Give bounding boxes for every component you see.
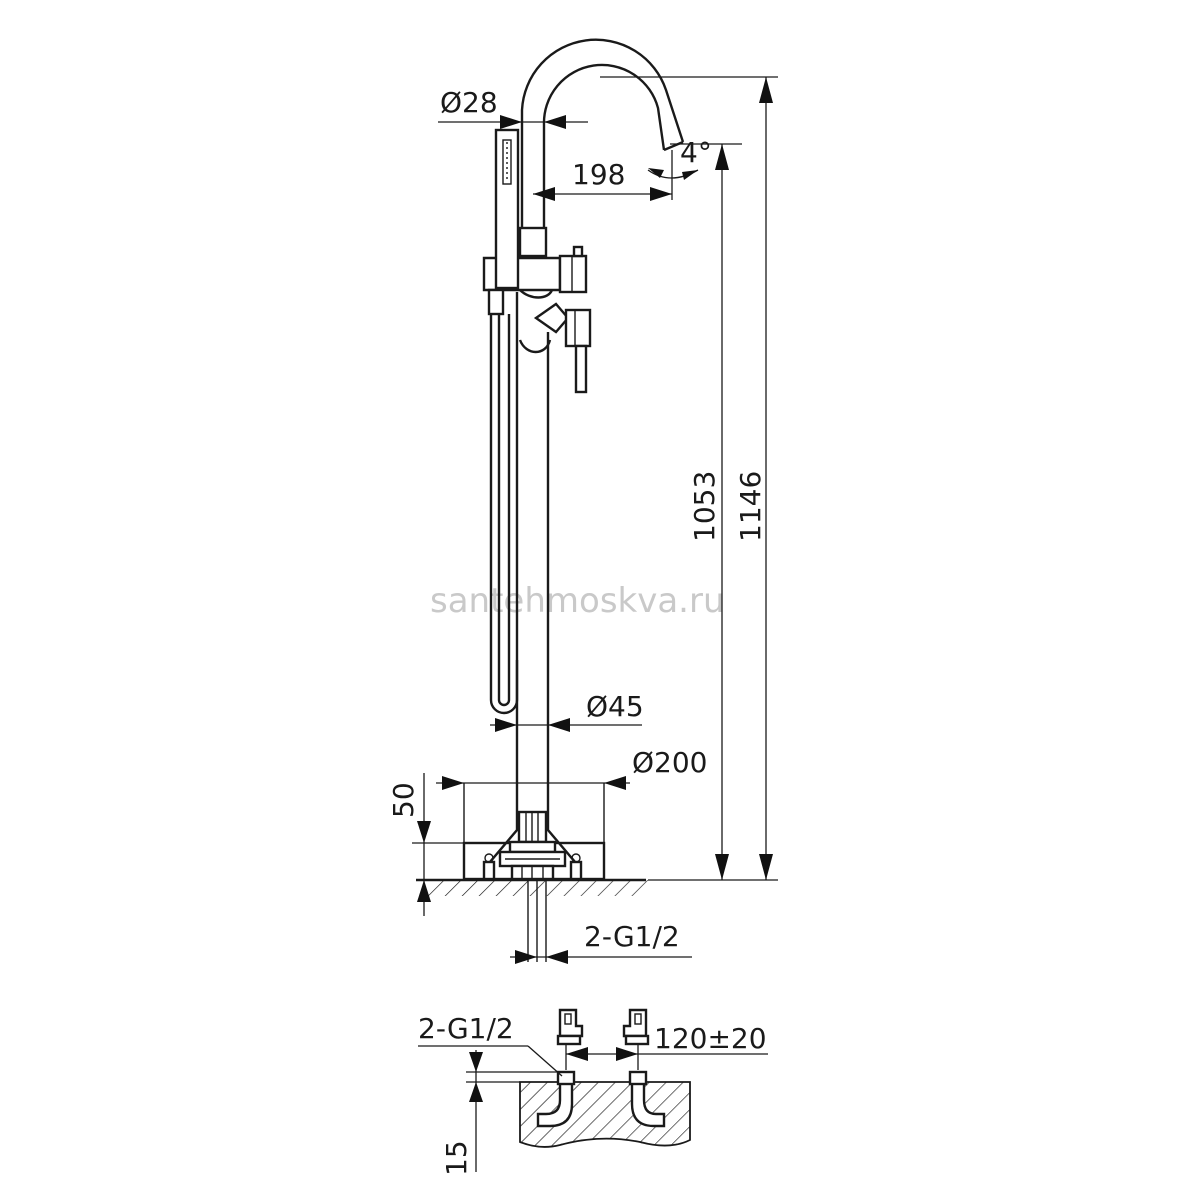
label-pipe-diameter: Ø28	[440, 86, 498, 119]
label-column-diameter: Ø45	[586, 690, 644, 723]
floor	[416, 878, 648, 896]
faucet-outline	[482, 38, 685, 812]
label-spout-reach: 198	[572, 158, 625, 191]
label-base-height: 50	[387, 782, 420, 818]
dim-inlet-thread-detail: 2-G1/2	[418, 1012, 563, 1077]
label-inlet-depth: 15	[440, 1140, 473, 1176]
base-plate	[462, 783, 606, 881]
label-spout-angle: 4°	[680, 136, 712, 169]
dim-spout-angle: 4°	[647, 136, 742, 180]
label-spout-height: 1053	[688, 471, 721, 542]
dim-inlet-depth: 15	[440, 1050, 560, 1176]
dim-total-height: 1146	[600, 76, 778, 881]
label-total-height: 1146	[734, 471, 767, 542]
dim-spout-height: 1053	[688, 144, 729, 880]
watermark: santehmoskva.ru	[430, 581, 725, 621]
dim-column-diameter: Ø45	[490, 690, 644, 732]
label-inlet-thread: 2-G1/2	[584, 920, 680, 953]
dim-inlet-spacing: 120±20	[565, 1022, 768, 1070]
label-inlet-thread-detail: 2-G1/2	[418, 1012, 514, 1045]
dim-base-diameter: Ø200	[436, 746, 707, 790]
dim-pipe-diameter: Ø28	[438, 86, 588, 129]
dim-inlet-thread: 2-G1/2	[510, 920, 692, 964]
label-base-diameter: Ø200	[632, 746, 707, 779]
label-inlet-spacing: 120±20	[654, 1022, 767, 1055]
inlet-pipes	[527, 880, 547, 962]
inlet-detail	[519, 1008, 691, 1148]
dim-base-height: 50	[387, 773, 464, 916]
dim-spout-reach: 198	[533, 150, 673, 201]
